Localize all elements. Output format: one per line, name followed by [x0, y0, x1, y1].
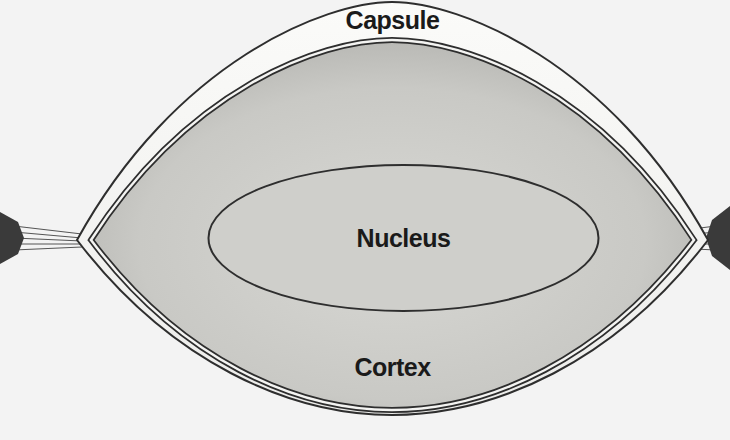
- part-label: Nucleus: [207, 226, 600, 251]
- part-label: Cortex: [88, 355, 697, 380]
- part-label: Capsule: [75, 8, 710, 33]
- lens-cortex: NucleusCortex: [88, 40, 697, 412]
- lens-capsule: NucleusCortex Capsule: [75, 2, 710, 415]
- lens-nucleus: Nucleus: [207, 163, 600, 313]
